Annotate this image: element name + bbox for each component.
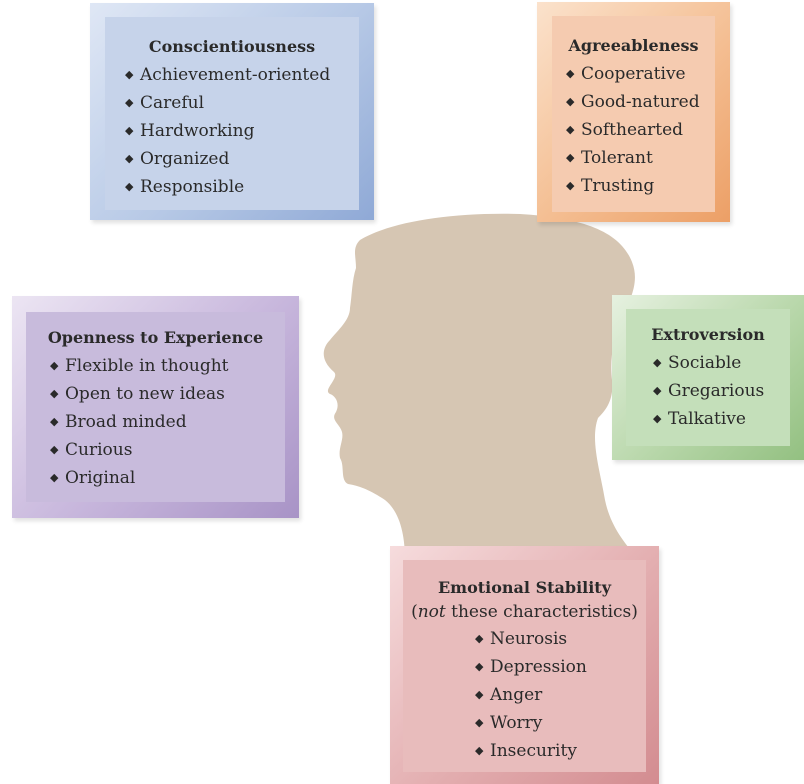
conscientiousness-list: ◆ Achievement-oriented ◆ Careful ◆ Hardwork… <box>105 61 359 201</box>
extroversion-list: ◆ Sociable ◆ Gregarious ◆ Talkative <box>626 349 790 433</box>
list-item-label: Cooperative <box>581 64 686 84</box>
diamond-bullet-icon: ◆ <box>475 688 484 701</box>
list-item-label: Sociable <box>668 353 742 373</box>
list-item: ◆ Depression <box>475 653 646 681</box>
list-item-label: Insecurity <box>490 741 577 761</box>
list-item-label: Achievement-oriented <box>140 65 331 85</box>
list-item: ◆ Flexible in thought <box>50 352 285 380</box>
subtitle-open-paren: ( <box>411 602 418 622</box>
emotional-stability-subtitle: (not these characteristics) <box>403 600 646 624</box>
diamond-bullet-icon: ◆ <box>566 67 575 80</box>
list-item-label: Original <box>65 468 136 488</box>
list-item-label: Worry <box>490 713 543 733</box>
extroversion-title: Extroversion <box>651 325 765 344</box>
diamond-bullet-icon: ◆ <box>50 359 59 372</box>
list-item-label: Softhearted <box>581 120 684 140</box>
list-item-label: Neurosis <box>490 629 568 649</box>
emotional-stability-title: Emotional Stability <box>437 578 611 597</box>
emotional-stability-list: ◆ Neurosis ◆ Depression ◆ Anger ◆ Worry ◆ Ins… <box>403 625 646 765</box>
diamond-bullet-icon: ◆ <box>653 412 662 425</box>
list-item: ◆ Broad minded <box>50 408 285 436</box>
list-item: ◆ Careful <box>125 89 359 117</box>
openness-list: ◆Flexible in thought ◆Open to new ideas … <box>26 352 285 492</box>
list-item-label: Flexible in thought <box>65 356 229 376</box>
agreeableness-title: Agreeableness <box>568 36 699 55</box>
list-item: ◆ Gregarious <box>653 377 790 405</box>
diamond-bullet-icon: ◆ <box>50 387 59 400</box>
diamond-bullet-icon: ◆ <box>125 96 134 109</box>
diamond-bullet-icon: ◆ <box>566 151 575 164</box>
list-item: ◆ Tolerant <box>566 144 715 172</box>
list-item-label: Anger <box>490 685 543 705</box>
list-item: ◆ Original <box>50 464 285 492</box>
diamond-bullet-icon: ◆ <box>566 123 575 136</box>
list-item-label: Hardworking <box>140 121 255 141</box>
diamond-bullet-icon: ◆ <box>653 384 662 397</box>
list-item: ◆ Hardworking <box>125 117 359 145</box>
openness-card: Openness to Experience ◆ Flexible in thou… <box>12 296 299 518</box>
list-item-label: Gregarious <box>668 381 765 401</box>
extroversion-card: Extroversion ◆ Sociable ◆ Gregarious ◆ Talk… <box>612 295 804 460</box>
list-item: ◆ Responsible <box>125 173 359 201</box>
list-item-label: Tolerant <box>581 148 653 168</box>
diamond-bullet-icon: ◆ <box>125 124 134 137</box>
list-item: ◆ Achievement-oriented <box>125 61 359 89</box>
list-item: ◆ Talkative <box>653 405 790 433</box>
diamond-bullet-icon: ◆ <box>125 152 134 165</box>
list-item-label: Organized <box>140 149 230 169</box>
list-item: ◆ Good-natured <box>566 88 715 116</box>
list-item: ◆ Curious <box>50 436 285 464</box>
diamond-bullet-icon: ◆ <box>125 180 134 193</box>
diamond-bullet-icon: ◆ <box>125 68 134 81</box>
agreeableness-card: Agreeableness ◆ Cooperative ◆ Good-natured… <box>537 2 730 222</box>
conscientiousness-title: Conscientiousness <box>148 37 316 56</box>
conscientiousness-card: Conscientiousness ◆ Achievement-oriented … <box>90 3 374 220</box>
diamond-bullet-icon: ◆ <box>50 415 59 428</box>
subtitle-rest: these characteristics) <box>445 602 638 622</box>
emotional-stability-panel: Emotional Stability (not these character… <box>403 560 646 772</box>
diamond-bullet-icon: ◆ <box>566 179 575 192</box>
list-item-label: Depression <box>490 657 587 677</box>
extroversion-panel: Extroversion ◆ Sociable ◆ Gregarious ◆ Talk… <box>626 309 790 446</box>
list-item: ◆ Worry <box>475 709 646 737</box>
list-item: ◆ Organized <box>125 145 359 173</box>
list-item: ◆ Sociable <box>653 349 790 377</box>
list-item-label: Curious <box>65 440 133 460</box>
list-item: ◆ Insecurity <box>475 737 646 765</box>
diamond-bullet-icon: ◆ <box>475 632 484 645</box>
agreeableness-panel: Agreeableness ◆ Cooperative ◆ Good-natured… <box>552 16 715 212</box>
list-item-label: Trusting <box>581 176 655 196</box>
diamond-bullet-icon: ◆ <box>475 716 484 729</box>
list-item-label: Talkative <box>668 409 746 429</box>
list-item-label: Good-natured <box>581 92 700 112</box>
openness-panel: Openness to Experience ◆ Flexible in thou… <box>26 312 285 502</box>
diamond-bullet-icon: ◆ <box>653 356 662 369</box>
diamond-bullet-icon: ◆ <box>50 443 59 456</box>
list-item-label: Careful <box>140 93 205 113</box>
conscientiousness-panel: Conscientiousness ◆ Achievement-oriented … <box>105 17 359 210</box>
openness-title: Openness to Experience <box>47 328 264 347</box>
list-item: ◆ Cooperative <box>566 60 715 88</box>
diamond-bullet-icon: ◆ <box>475 660 484 673</box>
diamond-bullet-icon: ◆ <box>50 471 59 484</box>
list-item-label: Open to new ideas <box>65 384 225 404</box>
list-item-label: Responsible <box>140 177 245 197</box>
list-item: ◆ Open to new ideas <box>50 380 285 408</box>
diamond-bullet-icon: ◆ <box>475 744 484 757</box>
emotional-stability-card: Emotional Stability (not these character… <box>390 546 659 784</box>
list-item: ◆ Softhearted <box>566 116 715 144</box>
list-item: ◆ Neurosis <box>475 625 646 653</box>
subtitle-emphasis: not <box>417 602 446 622</box>
list-item: ◆ Anger <box>475 681 646 709</box>
agreeableness-list: ◆Cooperative ◆Good-natured ◆Softhearted … <box>552 60 715 200</box>
list-item-label: Broad minded <box>65 412 187 432</box>
list-item: ◆ Trusting <box>566 172 715 200</box>
diamond-bullet-icon: ◆ <box>566 95 575 108</box>
